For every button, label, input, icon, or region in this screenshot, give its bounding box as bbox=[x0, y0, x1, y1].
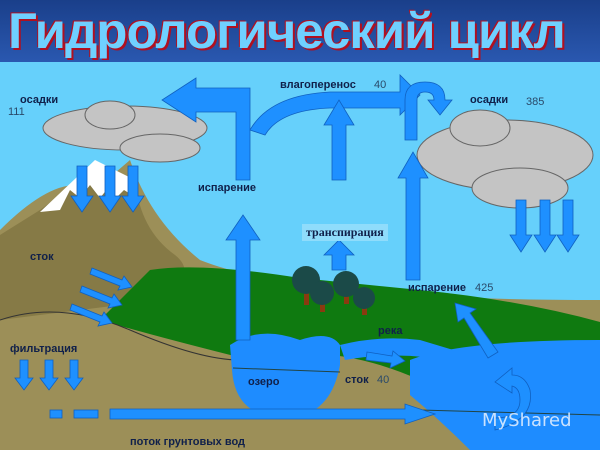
label-moisture-transfer: влагоперенос bbox=[280, 79, 356, 91]
precip-arrow-left-1 bbox=[70, 165, 94, 213]
value-precip-left: 111 bbox=[8, 106, 25, 118]
label-runoff-river: сток bbox=[345, 374, 369, 386]
evaporation-arrow-ocean bbox=[397, 151, 429, 281]
cloud-right bbox=[416, 109, 594, 209]
lake-shape bbox=[230, 333, 340, 419]
precip-arrow-right-1 bbox=[509, 199, 533, 253]
label-evaporation-land: испарение bbox=[198, 182, 257, 194]
groundwater-flow-arrow bbox=[109, 403, 437, 425]
value-moisture-transfer: 40 bbox=[374, 79, 387, 91]
groundwater-dash-1 bbox=[49, 409, 63, 419]
river-flow-arrow bbox=[365, 350, 406, 369]
label-groundwater-flow: поток грунтовых вод bbox=[130, 436, 245, 448]
ocean-evaporation-arrow bbox=[454, 302, 499, 359]
value-precip-right: 385 bbox=[526, 96, 545, 108]
label-infiltration: фильтрация bbox=[10, 343, 78, 355]
infiltration-arrow-2 bbox=[39, 359, 59, 391]
watermark: MyShared bbox=[482, 410, 572, 431]
precip-arrow-right-3 bbox=[556, 199, 580, 253]
runoff-arrow-3 bbox=[69, 303, 113, 327]
ground-line bbox=[0, 311, 241, 361]
infiltration-arrow-3 bbox=[64, 359, 84, 391]
runoff-arrow-2 bbox=[79, 285, 123, 309]
transpiration-arrow-lower bbox=[323, 239, 355, 271]
groundwater-dash-2 bbox=[73, 409, 99, 419]
precip-arrow-left-3 bbox=[121, 165, 145, 213]
cloud-left bbox=[42, 100, 208, 163]
label-transpiration: транспирация bbox=[302, 224, 388, 241]
transpiration-arrow-upper bbox=[323, 99, 355, 181]
runoff-arrow-1 bbox=[89, 267, 133, 291]
ocean-circulation-arrow bbox=[494, 367, 531, 431]
value-runoff-river: 40 bbox=[377, 374, 390, 386]
title-banner: Гидрологический цикл bbox=[0, 0, 600, 62]
label-precip-right: осадки bbox=[470, 94, 509, 106]
precip-arrow-right-2 bbox=[533, 199, 557, 253]
evaporation-bend-arrow bbox=[161, 77, 251, 181]
label-river: река bbox=[378, 325, 403, 337]
moisture-transfer-arrow bbox=[249, 74, 421, 136]
precip-arrow-left-2 bbox=[98, 165, 122, 213]
label-runoff-slope: сток bbox=[30, 251, 54, 263]
page-title: Гидрологический цикл bbox=[8, 3, 566, 59]
evaporation-arrow-land bbox=[225, 214, 261, 341]
ocean bbox=[410, 340, 600, 450]
label-evaporation-ocean: испарение bbox=[408, 282, 467, 294]
hook-arrow bbox=[404, 81, 453, 141]
trees bbox=[292, 266, 375, 315]
value-evaporation-ocean: 425 bbox=[475, 282, 494, 294]
label-lake: озеро bbox=[248, 376, 280, 388]
label-precip-left: осадки bbox=[20, 94, 59, 106]
infiltration-arrow-1 bbox=[14, 359, 34, 391]
